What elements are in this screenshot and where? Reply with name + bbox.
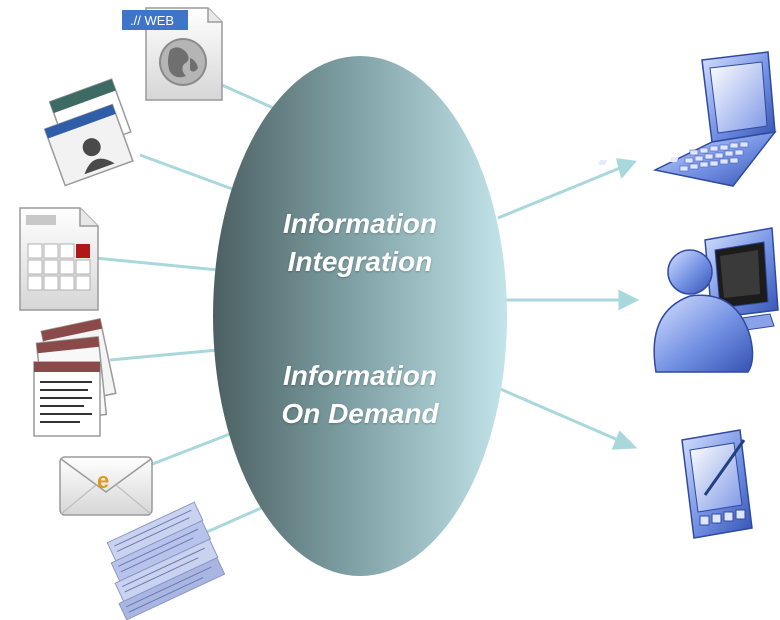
on-demand-label: Information On Demand — [215, 357, 505, 433]
web-badge-label: .// WEB — [130, 13, 174, 28]
documents-icon — [33, 318, 117, 437]
target-arrows — [497, 158, 640, 450]
arrow-laptop-head — [616, 158, 637, 180]
pda-icon — [681, 429, 753, 539]
connector-calendar — [94, 256, 219, 272]
contact-card-icon — [43, 78, 134, 187]
connector-contact — [139, 153, 236, 192]
integration-label: Information Integration — [215, 205, 505, 281]
arrow-pda-line — [497, 386, 619, 442]
connector-documents — [109, 348, 219, 362]
email-e-glyph: e — [97, 468, 109, 493]
integration-label-line2: Integration — [287, 246, 433, 277]
calendar-icon — [19, 207, 99, 311]
web-document-icon: .// WEB — [122, 7, 223, 101]
arrow-desktop-head — [618, 289, 640, 311]
arrow-pda-head — [611, 430, 638, 450]
desktop-user-icon — [653, 227, 779, 373]
connector-database — [199, 503, 269, 537]
on-demand-label-line1: Information — [283, 360, 437, 391]
email-icon: e — [59, 456, 153, 516]
connector-web — [214, 80, 279, 112]
laptop-icon — [598, 51, 777, 187]
on-demand-label-line2: On Demand — [281, 398, 439, 429]
arrow-laptop-line — [497, 166, 621, 220]
database-reports-icon — [106, 501, 226, 620]
web-badge — [122, 10, 188, 30]
integration-ellipse — [213, 56, 507, 576]
integration-label-line1: Information — [283, 208, 437, 239]
connector-email — [149, 430, 236, 467]
source-connectors — [94, 80, 279, 537]
